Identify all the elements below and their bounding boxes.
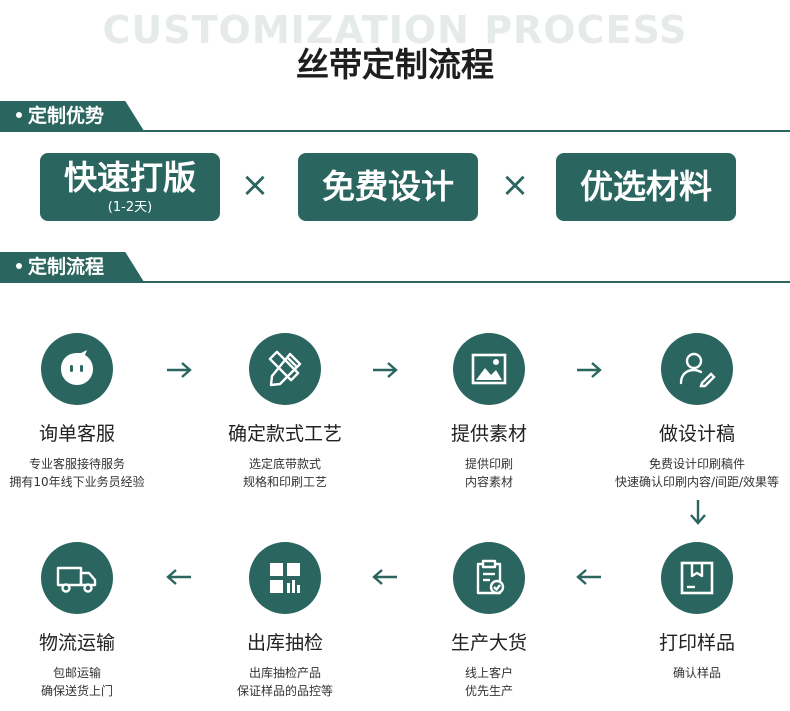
step-icon-circle	[41, 542, 113, 614]
arrow-left-icon	[371, 567, 399, 587]
page-title: 丝带定制流程	[296, 45, 494, 84]
step-provide-materials: 提供素材 提供印刷内容素材	[394, 333, 584, 491]
step-icon-circle	[249, 333, 321, 405]
step-icon-circle	[453, 333, 525, 405]
advantage-quality-material: 优选材料	[556, 153, 736, 221]
step-description: 提供印刷内容素材	[464, 457, 513, 489]
step-description: 线上客户优先生产	[464, 666, 513, 698]
advantage-fast-sample: 快速打版 (1-2天)	[40, 153, 220, 221]
grid-icon	[270, 563, 300, 593]
arrow-left-icon	[575, 567, 603, 587]
step-icon-circle	[453, 542, 525, 614]
bullet-dot	[16, 263, 22, 269]
step-description: 免费设计印刷稿件快速确认印刷内容/间距/效果等	[614, 457, 780, 489]
step-icon-circle	[41, 333, 113, 405]
step-icon-circle	[661, 333, 733, 405]
watermark-title: CUSTOMIZATION PROCESS	[102, 8, 688, 52]
step-title: 物流运输	[38, 632, 115, 654]
step-title: 确定款式工艺	[227, 423, 342, 445]
clipboard-check-icon	[476, 559, 505, 595]
step-title: 做设计稿	[658, 423, 735, 445]
times-separator: ×	[240, 165, 270, 205]
step-icon-circle	[661, 542, 733, 614]
arrow-down-icon	[688, 498, 708, 526]
section-tag: 定制流程	[0, 252, 145, 282]
bullet-dot	[16, 112, 22, 118]
step-print-sample: 打印样品 确认样品	[602, 542, 790, 682]
step-confirm-style: 确定款式工艺 选定底带款式规格和印刷工艺	[190, 333, 380, 491]
step-logistics: 物流运输 包邮运输确保送货上门	[0, 542, 172, 700]
step-description: 选定底带款式规格和印刷工艺	[242, 457, 327, 489]
section-label: 定制优势	[28, 105, 105, 127]
section-divider	[0, 130, 790, 132]
pencil-ruler-icon	[268, 350, 302, 387]
truck-icon	[56, 566, 97, 593]
box-icon	[680, 561, 714, 595]
chat-bubble-icon	[61, 350, 93, 385]
advantage-title: 免费设计	[322, 167, 454, 206]
section-process: 定制流程	[0, 252, 790, 284]
advantage-subtitle: (1-2天)	[107, 200, 153, 215]
section-advantages: 定制优势	[0, 101, 790, 133]
arrow-right-icon	[165, 360, 193, 380]
step-inquiry: 询单客服 专业客服接待服务拥有10年线下业务员经验	[0, 333, 172, 491]
section-label: 定制流程	[28, 256, 105, 278]
user-edit-icon	[679, 352, 716, 388]
section-tag: 定制优势	[0, 101, 145, 131]
step-title: 出库抽检	[246, 632, 323, 654]
advantage-title: 快速打版	[64, 158, 196, 197]
advantage-title: 优选材料	[580, 167, 712, 206]
step-icon-circle	[249, 542, 321, 614]
advantage-free-design: 免费设计	[298, 153, 478, 221]
step-title: 询单客服	[38, 423, 115, 445]
arrow-right-icon	[575, 360, 603, 380]
step-description: 确认样品	[672, 666, 721, 680]
step-design-draft: 做设计稿 免费设计印刷稿件快速确认印刷内容/间距/效果等	[602, 333, 790, 491]
step-title: 生产大货	[450, 632, 527, 654]
section-divider	[0, 281, 790, 283]
step-outbound-inspection: 出库抽检 出库抽检产品保证样品的品控等	[190, 542, 380, 700]
step-description: 专业客服接待服务拥有10年线下业务员经验	[9, 457, 145, 489]
times-separator: ×	[500, 165, 530, 205]
image-icon	[471, 353, 507, 385]
step-description: 出库抽检产品保证样品的品控等	[236, 666, 333, 698]
step-title: 提供素材	[450, 423, 527, 445]
step-title: 打印样品	[658, 632, 735, 654]
step-mass-production: 生产大货 线上客户优先生产	[394, 542, 584, 700]
arrow-right-icon	[371, 360, 399, 380]
arrow-left-icon	[165, 567, 193, 587]
step-description: 包邮运输确保送货上门	[40, 666, 113, 698]
